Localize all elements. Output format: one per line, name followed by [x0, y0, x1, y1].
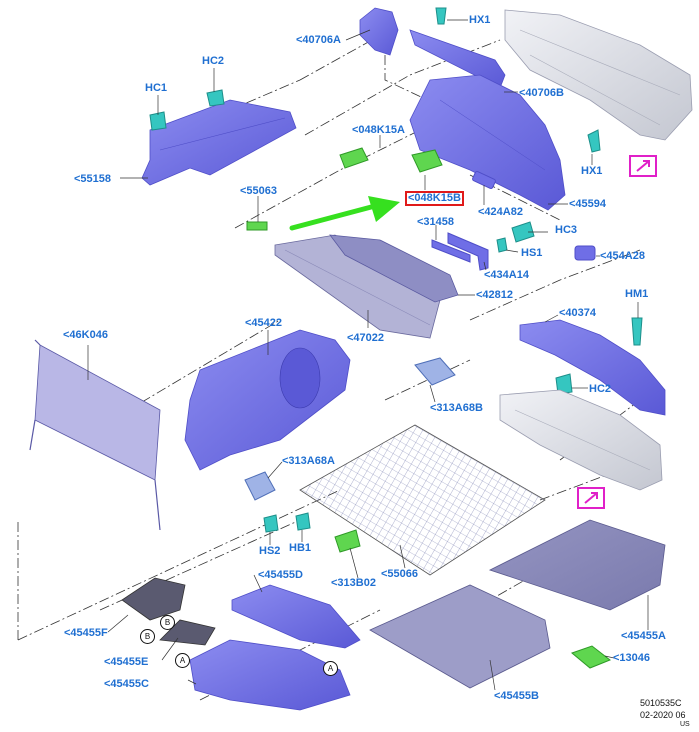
part-454a28 — [574, 245, 596, 261]
part-434a14 — [447, 232, 489, 271]
label-048k15b-highlighted: <048K15B — [405, 191, 464, 206]
label-45455c: <45455C — [104, 678, 149, 690]
label-hm1: HM1 — [625, 288, 649, 300]
label-45455f: <45455F — [64, 627, 108, 639]
reference-tail: US — [680, 721, 690, 728]
label-313a68b: <313A68B — [430, 402, 483, 414]
clip-hx1-right — [587, 129, 601, 153]
part-55066-cargo-net — [299, 424, 546, 576]
clip-hs2 — [263, 514, 279, 533]
part-31458 — [431, 239, 471, 263]
callout-a-1: A — [175, 653, 190, 668]
callout-b-1: B — [140, 629, 155, 644]
part-46k046-cover — [29, 339, 161, 531]
label-40374: <40374 — [559, 307, 597, 319]
label-hx1-top: HX1 — [469, 14, 491, 26]
label-454a28: <454A28 — [600, 250, 645, 262]
part-45455b-floor — [369, 584, 551, 689]
label-hc2-right: HC2 — [589, 383, 612, 395]
reference-date: 02-2020 06 — [640, 710, 686, 720]
part-45455a-mat — [488, 519, 666, 611]
label-40706b: <40706B — [519, 87, 564, 99]
part-40706a — [359, 7, 399, 56]
label-45594: <45594 — [569, 198, 607, 210]
label-45422: <45422 — [245, 317, 283, 329]
label-45455a: <45455A — [621, 630, 666, 642]
callout-b-2: B — [160, 615, 175, 630]
label-55066: <55066 — [381, 568, 419, 580]
clip-hc3 — [511, 221, 535, 243]
label-hc3: HC3 — [555, 224, 578, 236]
label-434a14: <434A14 — [484, 269, 529, 281]
label-13046: <13046 — [613, 652, 651, 664]
part-body-panel-lower — [499, 389, 663, 491]
part-13046 — [571, 645, 611, 669]
part-55063 — [246, 221, 268, 231]
part-048k15a — [339, 147, 369, 169]
part-45455f — [121, 577, 186, 621]
part-47022-panel — [274, 234, 441, 339]
label-hs1: HS1 — [521, 247, 543, 259]
label-42812: <42812 — [476, 289, 514, 301]
label-424a82: <424A82 — [478, 206, 523, 218]
label-31458: <31458 — [417, 216, 455, 228]
label-hc2-top: HC2 — [202, 55, 225, 67]
clip-hc2-right — [555, 373, 573, 395]
part-313a68b — [414, 357, 456, 386]
part-40706b — [409, 29, 506, 89]
clip-hc2-top — [206, 89, 225, 107]
callout-a-2: A — [323, 661, 338, 676]
clip-hx1-top — [435, 7, 447, 25]
label-313a68a: <313A68A — [282, 455, 335, 467]
label-hc1: HC1 — [145, 82, 168, 94]
label-45455e: <45455E — [104, 656, 149, 668]
label-40706a: <40706A — [296, 34, 341, 46]
pointer-arrow — [289, 196, 400, 231]
label-46k046: <46K046 — [63, 329, 108, 341]
part-rear-panel-upper — [504, 9, 693, 141]
clip-hm1 — [631, 317, 643, 346]
part-048k15b — [411, 149, 443, 173]
part-55158-quarter-trim — [141, 99, 297, 186]
part-313b02 — [334, 529, 361, 553]
clip-hc1 — [149, 111, 167, 131]
label-55158: <55158 — [74, 173, 112, 185]
label-hb1: HB1 — [289, 542, 312, 554]
reference-code: 5010535C — [640, 698, 682, 708]
label-45455d: <45455D — [258, 569, 303, 581]
clip-hb1 — [295, 512, 311, 531]
label-hs2: HS2 — [259, 545, 281, 557]
part-40374-right-trim — [519, 319, 666, 416]
clip-hs1 — [496, 237, 508, 253]
part-45455c — [189, 639, 351, 711]
label-048k15a: <048K15A — [352, 124, 405, 136]
label-313b02: <313B02 — [331, 577, 376, 589]
label-55063: <55063 — [240, 185, 278, 197]
part-424a82 — [472, 170, 496, 190]
label-hx1-right: HX1 — [581, 165, 603, 177]
part-313a68a — [244, 471, 276, 501]
part-45422-side-panel — [184, 329, 351, 471]
leader-lines — [87, 19, 649, 691]
label-45455b: <45455B — [494, 690, 539, 702]
part-45455d — [231, 584, 361, 649]
label-47022: <47022 — [347, 332, 385, 344]
